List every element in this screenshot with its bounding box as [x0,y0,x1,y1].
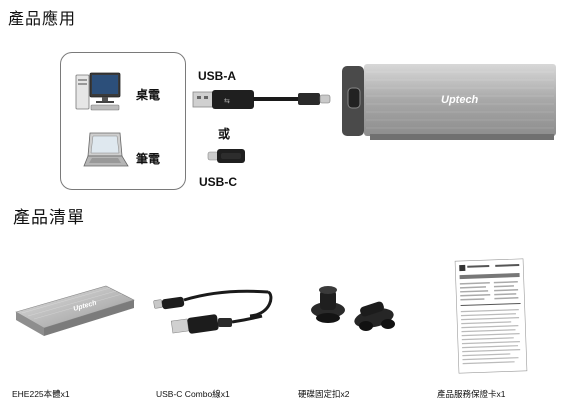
svg-text:⇆: ⇆ [224,97,230,105]
rubber-clip-photo [311,286,395,331]
usb-cable-photo [153,289,273,334]
application-heading: 產品應用 [8,9,77,28]
usb-c-label: USB-C [199,175,237,189]
usb-a-label: USB-A [198,69,236,83]
enclosure-photo: Uptech [15,285,135,336]
usb-c-plug-icon [207,149,245,163]
package-item-caption: EHE225本體x1 [12,389,70,399]
ssd-enclosure-icon [342,64,556,140]
package-item-caption: USB-C Combo線x1 [156,389,230,399]
or-label: 或 [218,127,231,141]
desktop-computer-icon [75,72,121,111]
package-item-caption: 產品服務保證卡x1 [437,389,506,399]
warranty-card-photo [454,258,528,374]
desktop-label: 桌電 [136,88,161,102]
package-item-caption: 硬碟固定扣x2 [298,389,350,399]
laptop-icon [83,132,129,167]
brand-logo: Uptech [441,94,479,106]
device-box [60,52,186,190]
package-list-heading: 產品清單 [13,208,85,228]
usb-a-cable-icon: ⇆ [192,90,331,109]
notebook-label: 筆電 [136,152,161,166]
